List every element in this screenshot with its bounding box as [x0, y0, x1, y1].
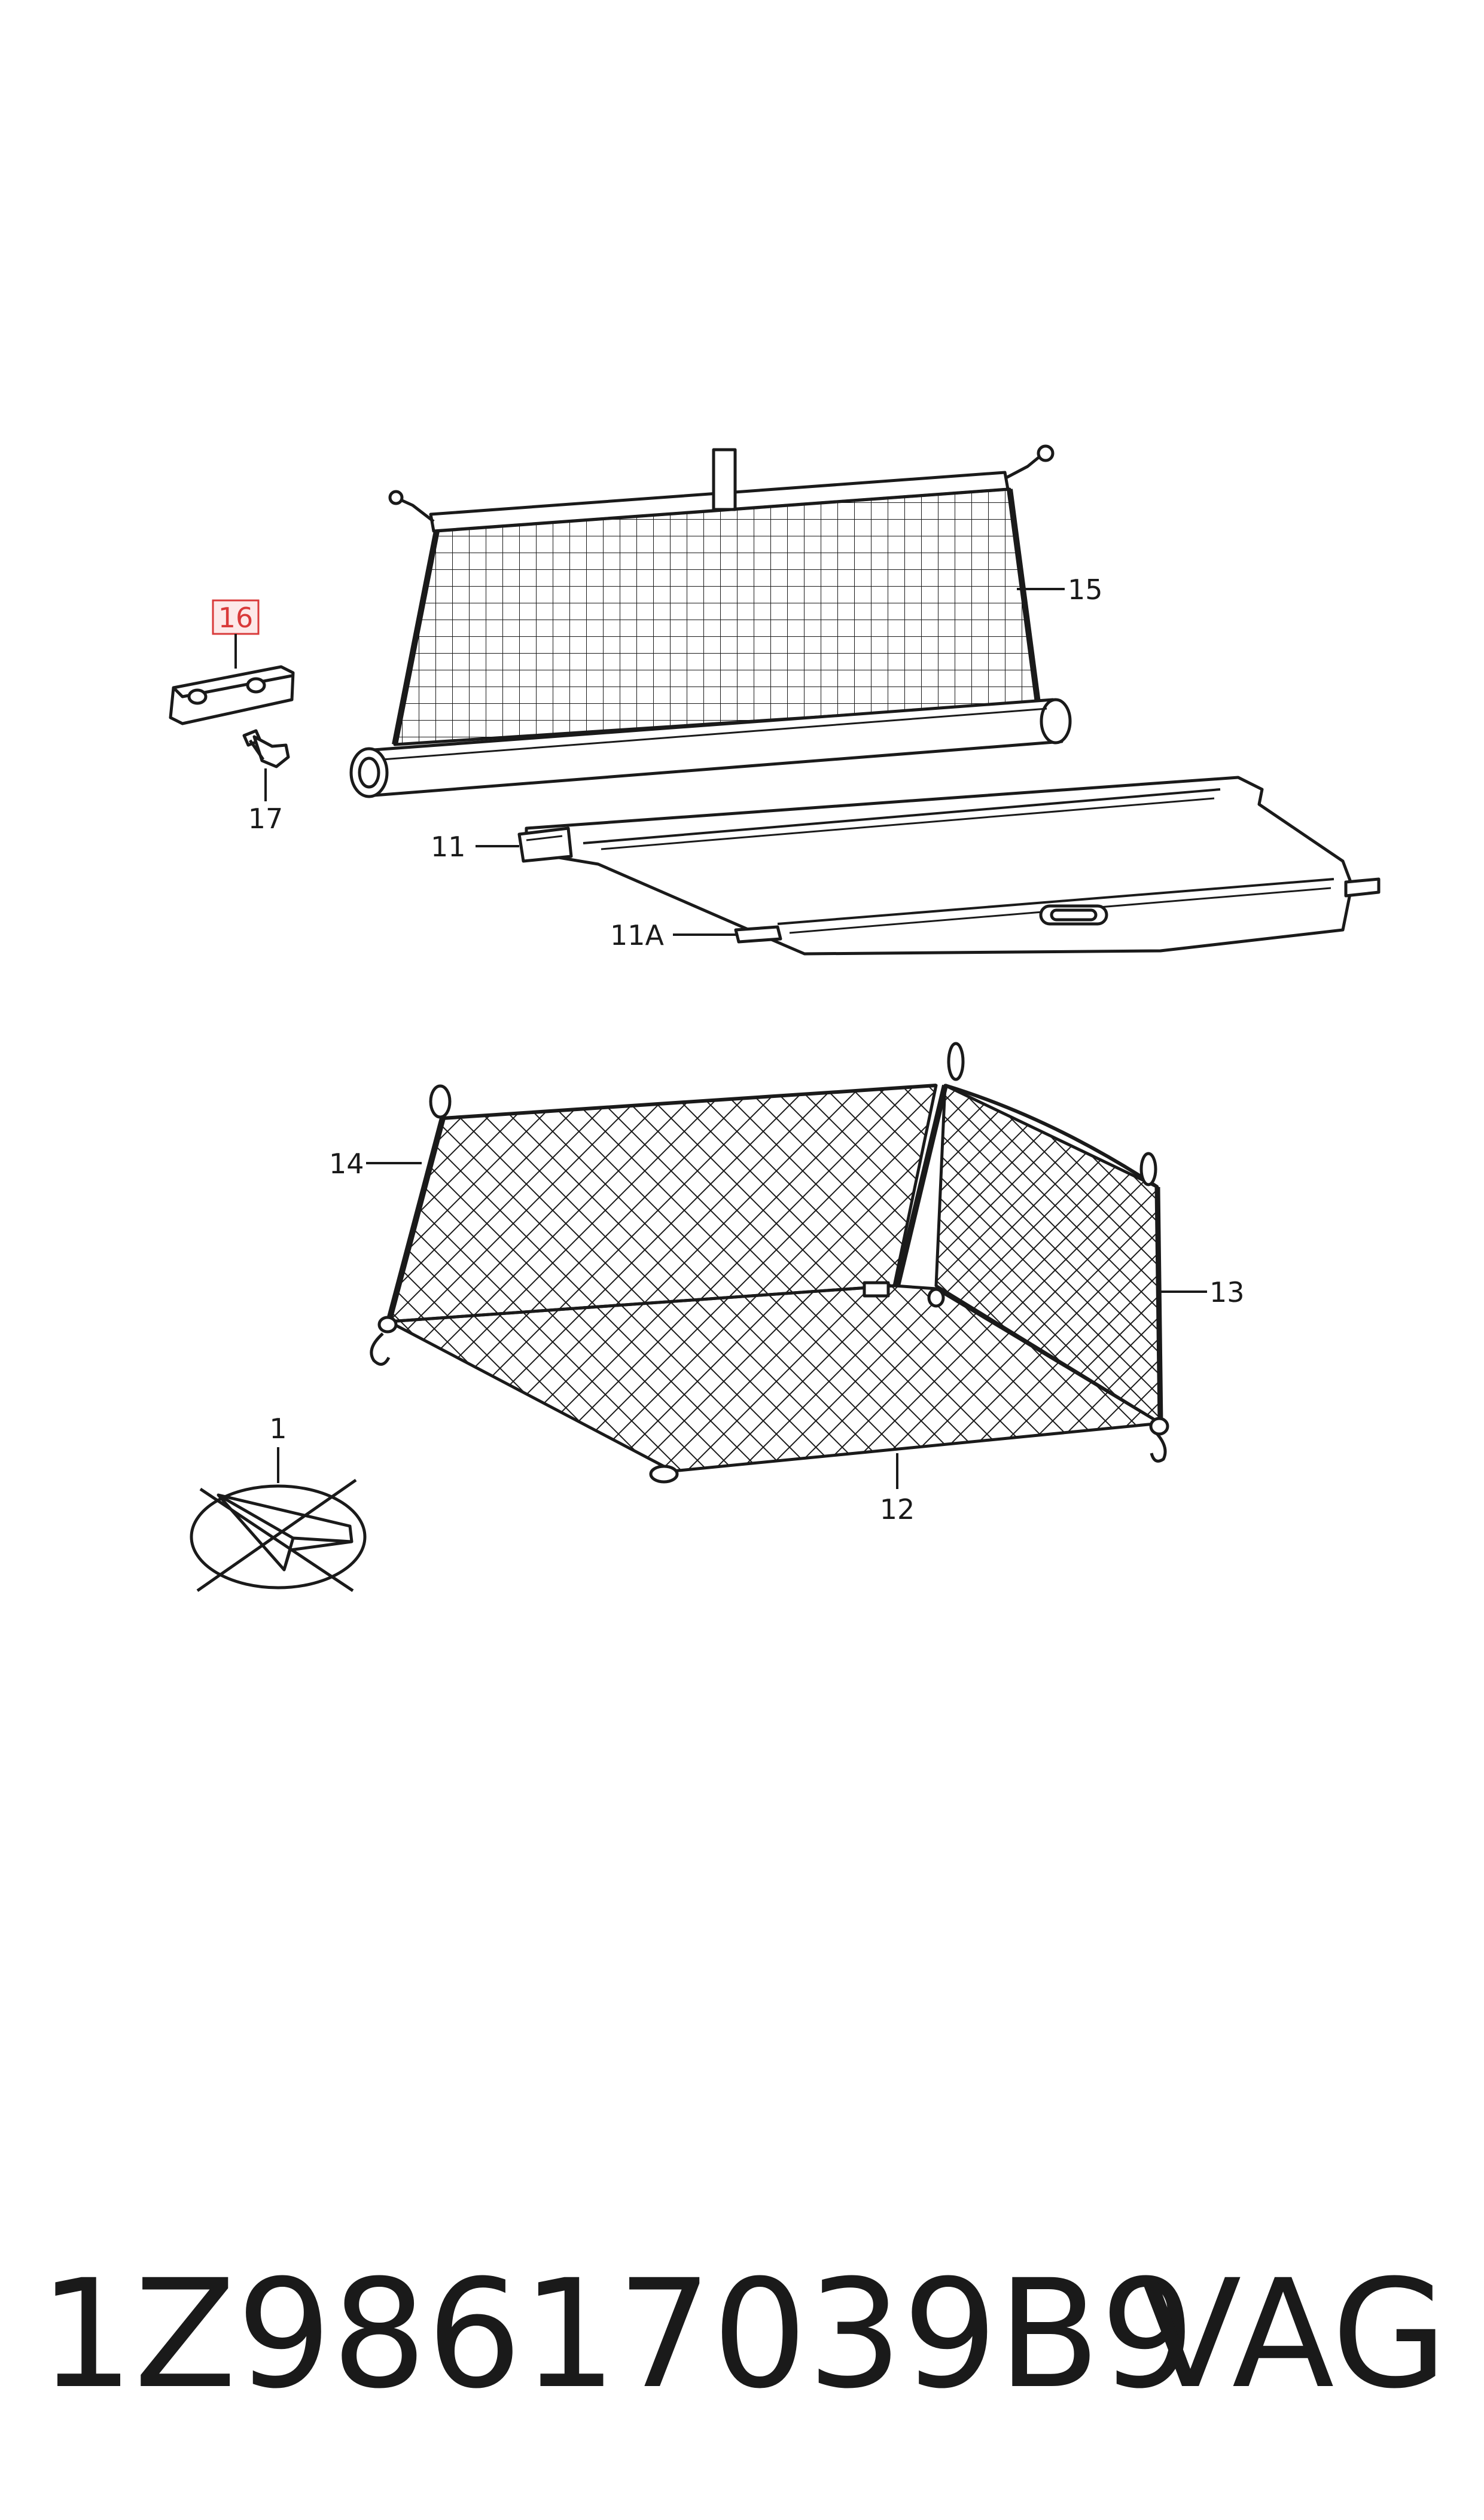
- bolt-17: [242, 729, 290, 768]
- callout-11: 11: [431, 831, 466, 863]
- callout-1: 1: [269, 1412, 287, 1445]
- not-available-icon: [190, 1478, 367, 1592]
- callout-15: 15: [1068, 573, 1103, 606]
- brand-label: VAG: [1139, 2247, 1448, 2421]
- callout-13: 13: [1209, 1276, 1245, 1308]
- callout-16: 16: [218, 602, 254, 634]
- cargo-net: [370, 1042, 1169, 1484]
- callout-14: 14: [329, 1148, 364, 1180]
- callout-16-highlight-box[interactable]: [212, 599, 260, 635]
- callout-12: 12: [880, 1493, 915, 1526]
- luggage-cover-11: [517, 776, 1381, 956]
- part-number-label: 1Z98617039B9: [39, 2247, 1195, 2421]
- callout-11a: 11A: [610, 919, 665, 951]
- cargo-net-floor-12: [387, 1284, 1162, 1473]
- partition-net-15: [349, 444, 1072, 798]
- callout-17: 17: [248, 803, 284, 835]
- cargo-net-back-wall-14: [387, 1084, 938, 1323]
- bracket-16: [169, 665, 295, 725]
